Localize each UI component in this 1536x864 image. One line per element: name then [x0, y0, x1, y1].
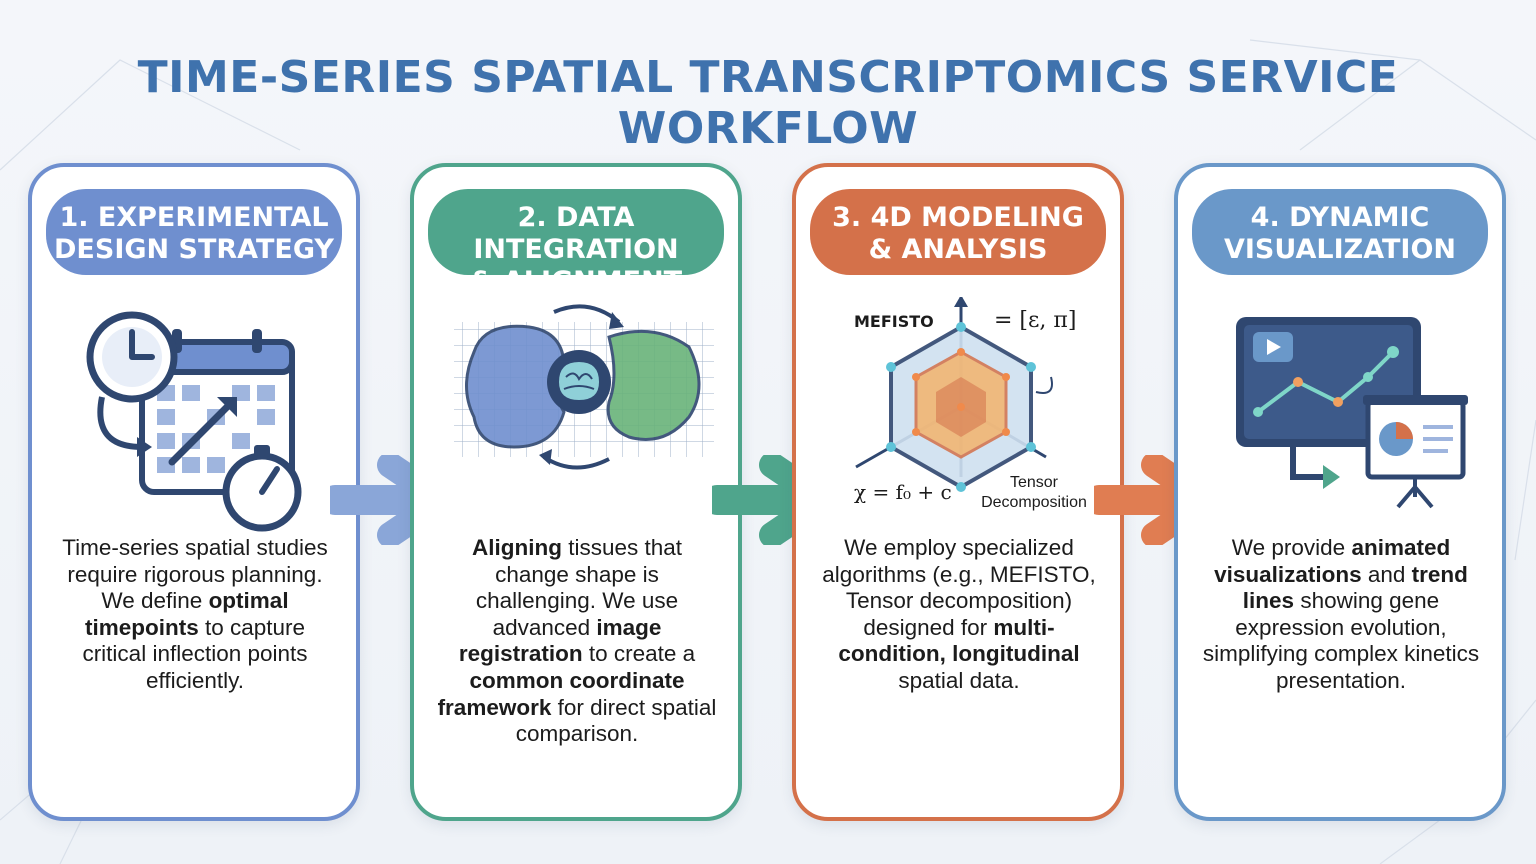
step-card-2: 2. DATA INTEGRATION & ALIGNMENT Aligning… — [410, 163, 742, 821]
step-card-3: 3. 4D MODELING & ANALYSIS MEFISTO = [ε, … — [792, 163, 1124, 821]
description-text: Time-series spatial studies require rigo… — [62, 535, 328, 614]
clock-calendar-stopwatch-icon — [86, 311, 302, 532]
step-header-1: 1. EXPERIMENTAL DESIGN STRATEGY — [46, 189, 342, 275]
step-header-3: 3. 4D MODELING & ANALYSIS — [810, 189, 1106, 275]
step-header-line: 4. DYNAMIC — [1250, 202, 1430, 233]
description-text: We employ specialized algorithms (e.g., … — [822, 535, 1096, 640]
step-header-2: 2. DATA INTEGRATION & ALIGNMENT — [428, 189, 724, 297]
decomposition-label: Decomposition — [981, 494, 1087, 511]
step-header-line: VISUALIZATION — [1223, 234, 1457, 265]
emphasis-text: multi-condition, longitudinal — [838, 614, 1080, 667]
description-text: tissues that change shape is challenging… — [475, 535, 683, 640]
description-text: We provide — [1231, 535, 1352, 560]
step-description-4: We provide animated visualizations and t… — [1200, 535, 1482, 695]
step-card-1: 1. EXPERIMENTAL DESIGN STRATEGY Time-ser… — [28, 163, 360, 821]
mefisto-label: MEFISTO — [854, 312, 934, 331]
description-text: showing gene expression evolution, simpl… — [1202, 588, 1480, 693]
step-description-3: We employ specialized algorithms (e.g., … — [818, 535, 1100, 695]
formula-top-label: = [ε, π] — [994, 308, 1076, 333]
step-header-4: 4. DYNAMIC VISUALIZATION — [1192, 189, 1488, 275]
step-header-line: & ALIGNMENT — [469, 266, 683, 297]
step-header-line: 3. 4D MODELING — [832, 202, 1084, 233]
emphasis-text: optimal timepoints — [84, 588, 289, 640]
emphasis-text: animated visualizations — [1214, 535, 1451, 587]
tissue-alignment-brain-icon — [454, 304, 714, 470]
description-text: spatial data. — [898, 667, 1020, 693]
video-trend-presentation-icon — [1236, 317, 1468, 509]
description-text: to create a — [582, 641, 696, 667]
formula-bottom-label: χ = f₀ + c — [854, 480, 952, 504]
step-header-line: 1. EXPERIMENTAL — [59, 202, 329, 233]
tensor-label: Tensor — [1010, 474, 1059, 491]
description-text: to capture critical inflection points ef… — [82, 614, 308, 693]
step-description-2: Aligning tissues that change shape is ch… — [436, 535, 718, 748]
page-title: TIME-SERIES SPATIAL TRANSCRIPTOMICS SERV… — [137, 52, 1399, 154]
step-header-line: & ANALYSIS — [868, 234, 1048, 265]
emphasis-text: common coordinate framework — [437, 667, 685, 720]
emphasis-text: trend lines — [1242, 561, 1468, 614]
emphasis-text: image registration — [458, 614, 662, 667]
emphasis-text: Aligning — [471, 535, 562, 560]
description-text: and — [1361, 561, 1412, 587]
step-header-line: 2. DATA INTEGRATION — [473, 202, 679, 265]
step-header-line: DESIGN STRATEGY — [54, 234, 334, 265]
tensor-cube-icon: MEFISTO = [ε, π] χ = f₀ + c Tensor Decom… — [854, 297, 1087, 511]
step-card-4: 4. DYNAMIC VISUALIZATION We provide anim… — [1174, 163, 1506, 821]
step-description-1: Time-series spatial studies require rigo… — [54, 535, 336, 695]
description-text: for direct spatial comparison. — [515, 694, 717, 747]
